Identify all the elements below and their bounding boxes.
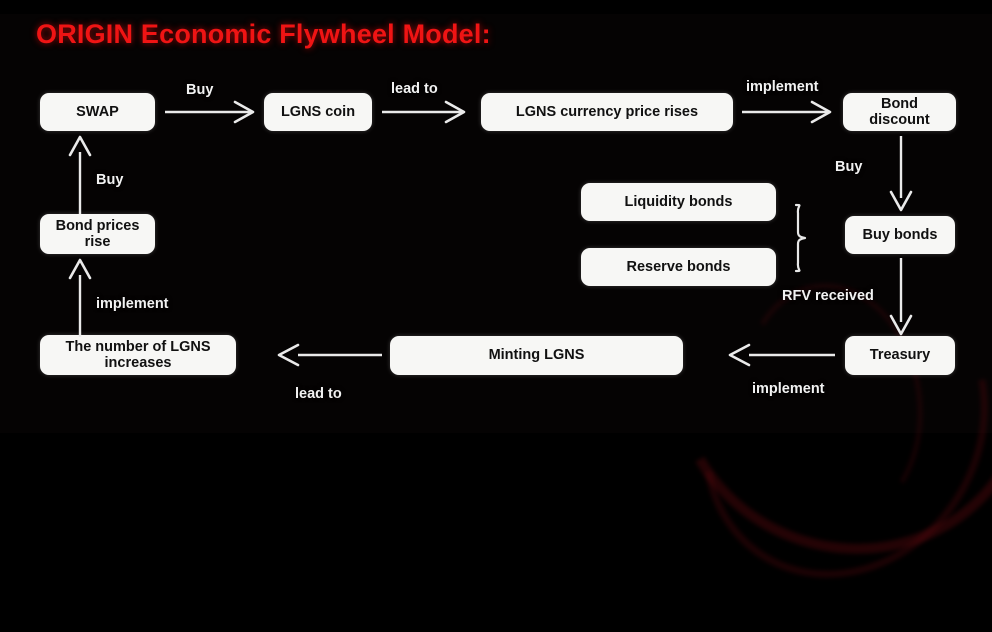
node-lgns-number-increases[interactable]: The number of LGNS increases [40, 335, 236, 375]
arrow-lgns-increase-to-bond-prices [68, 258, 92, 337]
edge-label-rfv-received: RFV received [782, 288, 874, 304]
node-reserve-bonds[interactable]: Reserve bonds [581, 248, 776, 286]
node-minting-lgns[interactable]: Minting LGNS [390, 336, 683, 375]
node-treasury[interactable]: Treasury [845, 336, 955, 375]
edge-label-implement-price-to-discount: implement [746, 79, 819, 95]
edge-label-lead-to-minting-to-increase: lead to [295, 386, 342, 402]
arrow-buy-bonds-to-treasury [889, 258, 913, 336]
page-title: ORIGIN Economic Flywheel Model: [36, 19, 491, 49]
node-bond-prices-rise[interactable]: Bond prices rise [40, 214, 155, 254]
arrow-swap-to-lgns-coin [165, 100, 260, 124]
arrow-bond-discount-to-buy-bonds [889, 136, 913, 212]
edge-label-buy-discount-to-buybonds: Buy [835, 159, 863, 175]
node-bond-discount[interactable]: Bond discount [843, 93, 956, 131]
node-swap[interactable]: SWAP [40, 93, 155, 131]
edge-label-implement-increase-to-bondprices: implement [96, 296, 169, 312]
node-liquidity-bonds[interactable]: Liquidity bonds [581, 183, 776, 221]
top-edge-strip [0, 0, 992, 14]
arrow-lgns-coin-to-price-rises [382, 100, 474, 124]
node-lgns-currency-price-rises[interactable]: LGNS currency price rises [481, 93, 733, 131]
arrow-bond-prices-to-swap [68, 135, 92, 214]
node-lgns-coin[interactable]: LGNS coin [264, 93, 372, 131]
node-buy-bonds[interactable]: Buy bonds [845, 216, 955, 254]
arrow-price-rises-to-bond-discount [742, 100, 840, 124]
edge-label-lead-to-coin-to-price: lead to [391, 81, 438, 97]
edge-label-buy-bondprices-to-swap: Buy [96, 172, 124, 188]
arrow-minting-to-lgns-increase [276, 343, 384, 367]
bond-types-brace [792, 203, 812, 273]
edge-label-implement-treasury-to-minting: implement [752, 381, 825, 397]
edge-label-buy-swap-to-coin: Buy [186, 82, 214, 98]
arrow-treasury-to-minting [727, 343, 837, 367]
